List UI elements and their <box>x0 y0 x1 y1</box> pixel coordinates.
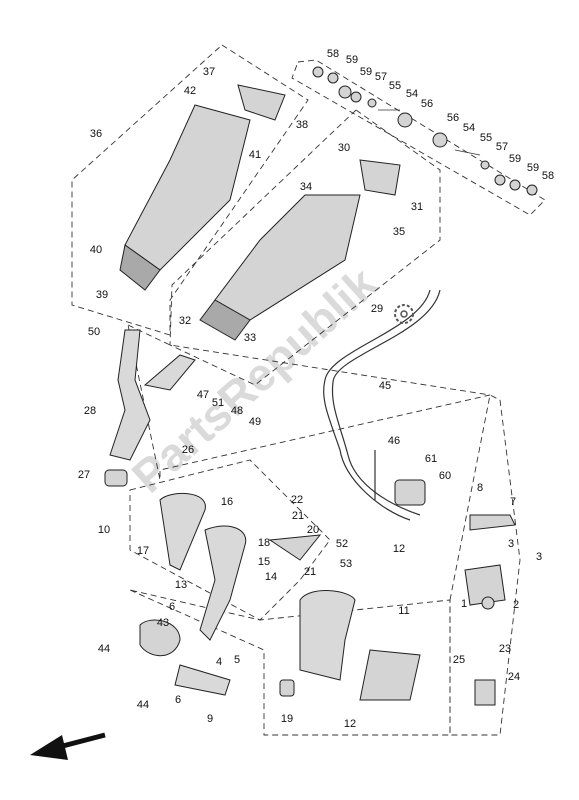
callout-label: 55 <box>389 80 401 92</box>
muffler-1 <box>119 84 286 291</box>
callout-label: 11 <box>398 605 409 617</box>
muffler-2-group-boundary <box>169 109 441 386</box>
callout-label: 57 <box>496 141 508 153</box>
callout-label: 25 <box>453 654 465 666</box>
callout-label: 40 <box>90 244 102 256</box>
callout-label: 54 <box>463 122 475 134</box>
callout-label: 6 <box>175 694 181 706</box>
callout-label: 59 <box>360 66 372 78</box>
callout-label: 4 <box>216 656 222 668</box>
callout-label: 35 <box>393 226 405 238</box>
callout-label: 15 <box>258 556 270 568</box>
callout-label: 34 <box>300 181 312 193</box>
front-pipe-assembly <box>159 492 322 641</box>
callout-label: 19 <box>281 713 293 725</box>
callout-label: 56 <box>447 112 459 124</box>
callout-label: 58 <box>542 170 554 182</box>
washer-strip <box>312 66 538 196</box>
callout-label: 1 <box>461 598 467 610</box>
callout-label: 3 <box>536 551 542 563</box>
callout-label: 8 <box>477 482 483 494</box>
sensor-bracket-assembly <box>394 479 516 706</box>
callout-label: 51 <box>212 397 224 409</box>
callout-label: 14 <box>265 571 277 583</box>
callout-label: 33 <box>244 332 256 344</box>
callout-label: 30 <box>338 142 350 154</box>
callout-label: 56 <box>421 98 433 110</box>
callout-label: 22 <box>291 494 303 506</box>
callout-label: 58 <box>327 48 339 60</box>
washer-group-boundary-top <box>291 59 546 216</box>
callout-label: 29 <box>371 303 383 315</box>
callout-label: 50 <box>88 326 100 338</box>
callout-label: 54 <box>406 88 418 100</box>
callout-label: 17 <box>137 545 149 557</box>
callout-label: 9 <box>207 713 213 725</box>
callout-label: 27 <box>78 469 90 481</box>
arrow-icon <box>30 732 106 760</box>
rear-pipe-assembly <box>139 590 421 701</box>
callout-label: 38 <box>296 119 308 131</box>
callout-label: 7 <box>510 496 516 508</box>
rear-pipe-group-boundary <box>129 589 451 736</box>
callout-label: 12 <box>393 543 405 555</box>
callout-label: 41 <box>249 149 261 161</box>
callout-label: 13 <box>175 579 187 591</box>
callout-label: 10 <box>98 524 110 536</box>
callout-label: 21 <box>304 566 316 578</box>
callout-label: 52 <box>336 538 348 550</box>
callout-label: 3 <box>508 538 514 550</box>
callout-label: 57 <box>375 71 387 83</box>
exhaust-header-pipes <box>104 329 196 487</box>
callout-label: 21 <box>292 510 304 522</box>
callout-label: 23 <box>499 643 511 655</box>
callout-label: 53 <box>340 558 352 570</box>
callout-label: 59 <box>346 54 358 66</box>
gear-icon <box>394 304 414 324</box>
callout-label: 12 <box>344 718 356 730</box>
callout-label: 26 <box>182 444 194 456</box>
exhaust-pipe-group-boundary <box>127 324 491 481</box>
callout-label: 44 <box>137 699 149 711</box>
callout-label: 24 <box>508 671 520 683</box>
callout-label: 45 <box>379 380 391 392</box>
muffler-2 <box>199 159 401 341</box>
callout-labels: 58 59 59 57 55 54 56 37 42 38 56 54 55 5… <box>78 48 554 730</box>
throttle-cables <box>323 289 441 521</box>
callout-label: 37 <box>203 66 215 78</box>
callout-label: 59 <box>509 153 521 165</box>
callout-label: 47 <box>197 389 209 401</box>
callout-label: 39 <box>96 289 108 301</box>
callout-label: 60 <box>439 470 451 482</box>
sensor-group-boundary <box>449 394 521 736</box>
callout-label: 20 <box>307 524 319 536</box>
front-pipe-group-boundary <box>129 459 331 621</box>
callout-label: 43 <box>157 617 169 629</box>
callout-label: 48 <box>231 405 243 417</box>
callout-label: 32 <box>179 315 191 327</box>
callout-label: 31 <box>411 201 423 213</box>
callout-label: 28 <box>84 405 96 417</box>
callout-label: 42 <box>184 85 196 97</box>
callout-label: 2 <box>513 599 519 611</box>
callout-label: 46 <box>388 435 400 447</box>
callout-label: 49 <box>249 416 261 428</box>
callout-label: 59 <box>527 162 539 174</box>
callout-label: 6 <box>169 601 175 613</box>
callout-label: 36 <box>90 128 102 140</box>
callout-label: 61 <box>425 453 437 465</box>
callout-label: 44 <box>98 643 110 655</box>
callout-label: 5 <box>234 654 240 666</box>
callout-label: 18 <box>258 537 270 549</box>
callout-label: 16 <box>221 496 233 508</box>
callout-label: 55 <box>480 132 492 144</box>
